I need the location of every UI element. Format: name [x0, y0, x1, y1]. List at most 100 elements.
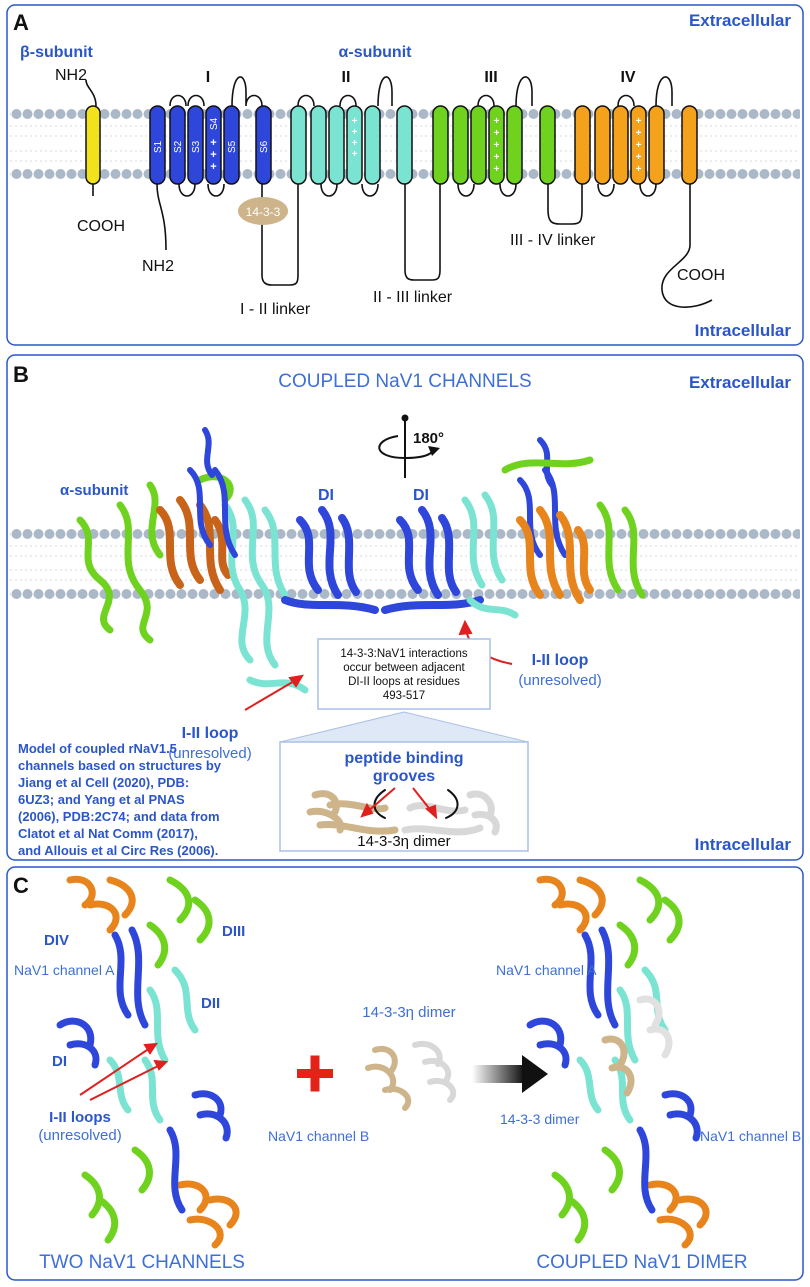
- svg-text:+: +: [494, 152, 500, 163]
- citation-line-4: 6UZ3; and Yang et al PNAS: [18, 792, 185, 807]
- svg-text:+: +: [636, 116, 642, 127]
- citation-line-5: (2006), PDB:2C74; and data from: [18, 809, 220, 824]
- svg-text:+: +: [636, 128, 642, 139]
- label-DI: DI: [52, 1053, 67, 1070]
- loops-label: I-II loops: [49, 1109, 111, 1126]
- zoom-wedge: [279, 711, 529, 743]
- panel-b-alpha-label: α-subunit: [60, 482, 128, 499]
- panel-b-frame: [6, 354, 804, 861]
- svg-text:+: +: [210, 161, 216, 173]
- coupled-dimer-label: 14-3-3 dimer: [500, 1111, 580, 1127]
- svg-text:+: +: [352, 127, 358, 138]
- beta-nh2-label: NH2: [55, 67, 87, 84]
- panel-b-di-right: DI: [413, 487, 429, 504]
- domain-III-segments: [432, 105, 556, 185]
- segment-label-s1: S1: [153, 140, 164, 153]
- alpha-backbone: [156, 76, 713, 308]
- two-channels-structure: [56, 875, 240, 1249]
- domain-I-left: [281, 506, 379, 614]
- panel-a-letter: A: [13, 10, 29, 35]
- svg-text:+: +: [494, 140, 500, 151]
- free-dimer-structure: [365, 1040, 457, 1111]
- svg-text:+: +: [494, 128, 500, 139]
- panel-c: C: [6, 866, 804, 1281]
- segment-label-s6: S6: [259, 140, 270, 153]
- linker-label-I-II: I - II linker: [240, 301, 311, 318]
- svg-text:+: +: [352, 138, 358, 149]
- grooves-label-1: peptide binding: [344, 750, 463, 767]
- callout-line-2: occur between adjacent: [343, 662, 465, 674]
- segment-labels: S1 S2 S3 S4 S5 S6: [153, 117, 270, 153]
- beta-subunit-helix: [85, 105, 101, 185]
- binding-protein-oval: [238, 197, 288, 225]
- svg-text:+: +: [210, 149, 216, 161]
- svg-text:+: +: [636, 152, 642, 163]
- svg-text:+: +: [352, 149, 358, 160]
- loop-label-left: I-II loop: [182, 725, 239, 742]
- binding-protein-label: 14-3-3: [246, 205, 281, 219]
- s4-charges-III: +++++: [494, 116, 500, 175]
- label-DIII: DIII: [222, 923, 245, 940]
- nav-channel-right: [461, 437, 646, 619]
- loops-unresolved: (unresolved): [38, 1127, 121, 1144]
- panel-a-intracellular: Intracellular: [695, 321, 792, 340]
- svg-text:+: +: [210, 137, 216, 149]
- panel-c-dimer-label: 14-3-3η dimer: [362, 1004, 455, 1021]
- panel-b-di-left: DI: [318, 487, 334, 504]
- domain-label-II: II: [342, 69, 351, 86]
- s4-charges-II: ++++: [352, 116, 358, 160]
- domain-label-III: III: [484, 69, 497, 86]
- panel-a-frame: [6, 4, 804, 346]
- segment-label-s2: S2: [173, 140, 184, 153]
- coupled-dimer-structure: [526, 875, 710, 1249]
- segment-label-s3: S3: [191, 140, 202, 153]
- domain-IV-segments: [574, 105, 698, 185]
- rotation-180-icon: 180°: [378, 414, 444, 478]
- plus-sign: [297, 1055, 333, 1092]
- s4-charges-I: +++: [210, 137, 216, 173]
- channel-a-label-right: NaV1 channel A: [496, 962, 597, 978]
- grooves-label-2: grooves: [373, 768, 435, 785]
- beta-n-tail: [85, 79, 97, 107]
- loop-label-right: I-II loop: [532, 652, 589, 669]
- combine-arrow: [472, 1055, 548, 1093]
- domain-I-segments: [149, 105, 272, 185]
- segment-label-s4: S4: [209, 117, 220, 130]
- model-citation: Model of coupled rNaV1.5 channels based …: [18, 741, 222, 858]
- loop-unresolved-right: (unresolved): [518, 672, 601, 689]
- svg-text:+: +: [494, 116, 500, 127]
- panel-b-letter: B: [13, 362, 29, 387]
- callout-line-4: 493-517: [383, 690, 425, 702]
- beta-cooh-label: COOH: [77, 218, 125, 235]
- alpha-nh2-label: NH2: [142, 258, 174, 275]
- citation-line-3: Jiang et al Cell (2020), PDB:: [18, 775, 189, 790]
- domain-II-segments: [290, 105, 413, 185]
- citation-line-1: Model of coupled rNaV1.5: [18, 741, 177, 756]
- beta-subunit-title: β-subunit: [20, 44, 94, 61]
- groove-arrows: [360, 787, 438, 820]
- domain-label-IV: IV: [620, 69, 635, 86]
- channel-a-label-left: NaV1 channel A: [14, 962, 115, 978]
- coupled-dimer-title: COUPLED NaV1 DIMER: [536, 1252, 747, 1273]
- loops-arrows: [79, 1042, 169, 1101]
- alpha-cooh-label: COOH: [677, 267, 725, 284]
- linker-label-II-III: II - III linker: [373, 289, 453, 306]
- citation-line-7: and Allouis et al Circ Res (2006).: [18, 843, 218, 858]
- interaction-callout-text: 14-3-3:NaV1 interactions occur between a…: [340, 648, 467, 702]
- citation-line-6: Clatot et al Nat Comm (2017),: [18, 826, 198, 841]
- interaction-callout-box: [317, 638, 491, 710]
- svg-text:+: +: [352, 116, 358, 127]
- panel-a: A Extracellular Intracellular β-subunit …: [6, 4, 804, 346]
- panel-b-intracellular: Intracellular: [695, 835, 792, 854]
- svg-text:+: +: [636, 164, 642, 175]
- rotation-label: 180°: [413, 430, 444, 447]
- panel-b: B COUPLED NaV1 CHANNELS Extracellular In…: [6, 354, 804, 861]
- panel-c-letter: C: [13, 873, 29, 898]
- panel-b-extracellular: Extracellular: [689, 373, 791, 392]
- segment-label-s5: S5: [227, 140, 238, 153]
- channel-b-label-left: NaV1 channel B: [268, 1128, 369, 1144]
- panel-a-extracellular: Extracellular: [689, 11, 791, 30]
- label-DII: DII: [201, 995, 220, 1012]
- panel-b-title: COUPLED NaV1 CHANNELS: [278, 371, 531, 392]
- citation-line-2: channels based on structures by: [18, 758, 222, 773]
